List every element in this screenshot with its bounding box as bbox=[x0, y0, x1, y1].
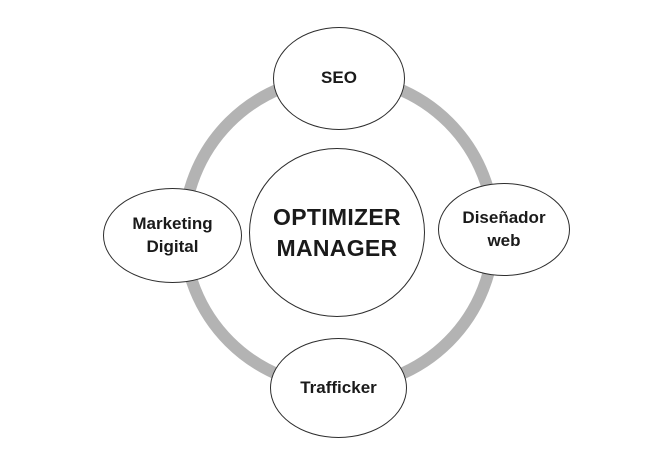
node-disenador-web: Diseñador web bbox=[438, 183, 570, 276]
node-seo: SEO bbox=[273, 27, 405, 130]
node-label: Marketing Digital bbox=[132, 213, 213, 256]
node-marketing-digital: Marketing Digital bbox=[103, 188, 242, 283]
node-label: SEO bbox=[321, 68, 357, 88]
node-optimizer-manager: OPTIMIZER MANAGER bbox=[249, 148, 425, 317]
node-trafficker: Trafficker bbox=[270, 338, 407, 438]
node-label: Diseñador web bbox=[462, 207, 546, 250]
center-node-label: OPTIMIZER MANAGER bbox=[273, 204, 401, 261]
node-label: Trafficker bbox=[300, 377, 377, 397]
